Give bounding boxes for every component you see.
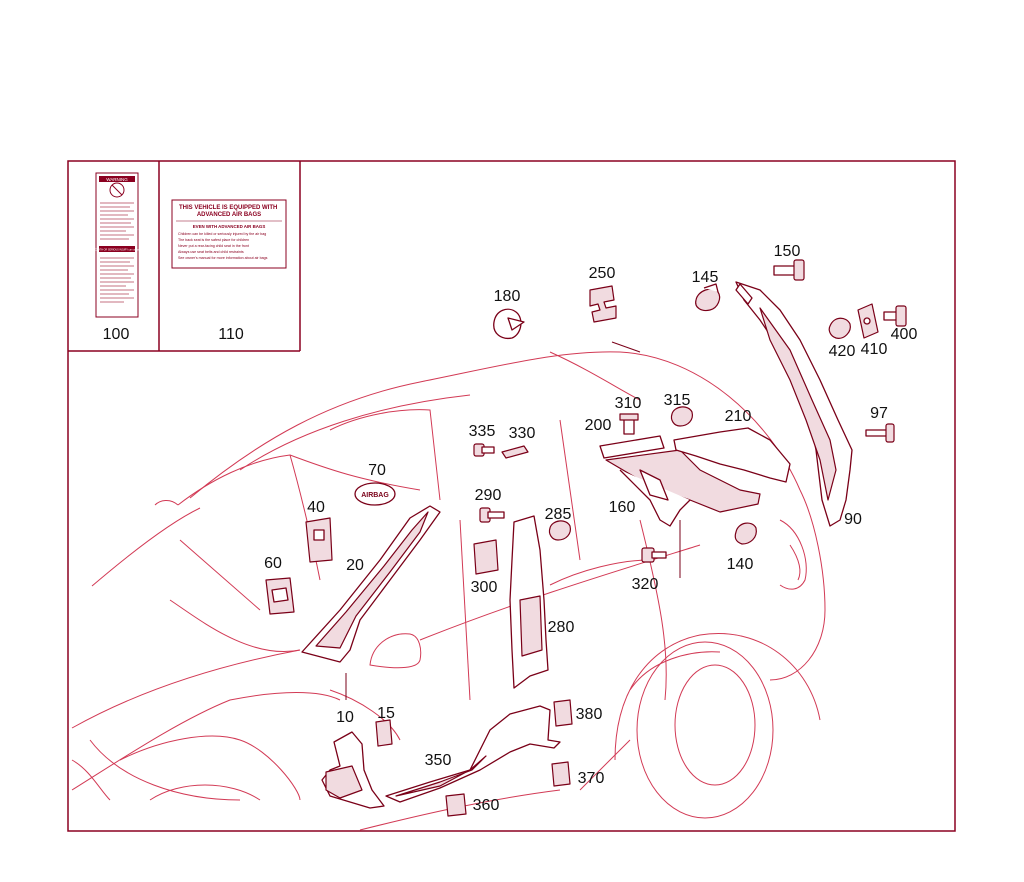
part-350-sill-trim [385, 705, 561, 803]
part-70-airbag-emblem: AIRBAG [354, 482, 396, 506]
callout-290: 290 [475, 487, 502, 504]
part-380-clip [553, 699, 573, 727]
part-335-screw [473, 443, 495, 457]
callout-200: 200 [585, 417, 612, 434]
part-400-screw [883, 305, 907, 327]
callout-160: 160 [609, 499, 636, 516]
callout-140: 140 [727, 556, 754, 573]
part-10-kick-panel [321, 731, 385, 809]
part-330-bracket [501, 445, 529, 459]
sticker-bullet: See owner's manual for more information … [178, 256, 268, 260]
callout-40: 40 [307, 499, 325, 516]
part-310-screw [619, 413, 639, 435]
callout-20: 20 [346, 557, 364, 574]
callout-250: 250 [589, 265, 616, 282]
callout-320: 320 [632, 576, 659, 593]
callout-330: 330 [509, 425, 536, 442]
airbag-emblem-text: AIRBAG [361, 492, 389, 499]
callout-numbers: 100 110 180 250 145 150 420 410 400 310 … [103, 243, 918, 814]
part-285-clip [548, 520, 571, 541]
part-140-clip [734, 522, 757, 545]
callout-100: 100 [103, 326, 130, 343]
callout-335: 335 [469, 423, 496, 440]
part-250-clip [589, 285, 617, 323]
diagram-frame [67, 160, 956, 832]
sticker-title: THIS VEHICLE IS EQUIPPED WITH ADVANCED A… [179, 205, 279, 218]
part-200-c-pillar-trim [599, 435, 761, 527]
callout-70: 70 [368, 462, 386, 479]
callout-315: 315 [664, 392, 691, 409]
part-150-screw [773, 259, 805, 281]
callout-60: 60 [264, 555, 282, 572]
callout-285: 285 [545, 506, 572, 523]
callout-150: 150 [774, 243, 801, 260]
callout-280: 280 [548, 619, 575, 636]
callout-10: 10 [336, 709, 354, 726]
callout-350: 350 [425, 752, 452, 769]
callout-360: 360 [473, 797, 500, 814]
callout-420: 420 [829, 343, 856, 360]
sticker-bullet: Children can be killed or seriously inju… [178, 232, 266, 236]
part-360-clip [445, 793, 467, 817]
callout-370: 370 [578, 770, 605, 787]
part-90-d-pillar-trim [735, 281, 853, 527]
part-370-clip [551, 761, 571, 787]
sticker-subtitle: EVEN WITH ADVANCED AIR BAGS [193, 224, 266, 229]
callout-410: 410 [861, 341, 888, 358]
part-20-a-pillar-trim [301, 505, 441, 663]
airbag-warning-label: WARNING DEATH OR SERIOUS INJURY can occu… [95, 172, 139, 318]
callout-210: 210 [725, 408, 752, 425]
part-210-trim [673, 427, 791, 483]
part-280-b-pillar-trim [509, 515, 549, 689]
sticker-bullet: Never put a rear-facing child seat in th… [178, 244, 249, 248]
part-315-clip [670, 406, 693, 427]
part-290-screw [479, 507, 505, 523]
part-320-screw [641, 547, 667, 563]
callout-97: 97 [870, 405, 888, 422]
callout-90: 90 [844, 511, 862, 528]
callout-400: 400 [891, 326, 918, 343]
part-145-clip [695, 283, 721, 312]
part-97-bolt [865, 423, 895, 443]
callout-380: 380 [576, 706, 603, 723]
callout-300: 300 [471, 579, 498, 596]
callout-145: 145 [692, 269, 719, 286]
sticker-bullet: Always use seat belts and child restrain… [178, 250, 244, 254]
advanced-airbag-sticker: THIS VEHICLE IS EQUIPPED WITH ADVANCED A… [171, 199, 287, 269]
vehicle-outline [71, 351, 826, 831]
warning-label-subheading: DEATH OR SERIOUS INJURY can occur [95, 249, 139, 252]
callout-310: 310 [615, 395, 642, 412]
callout-180: 180 [494, 288, 521, 305]
part-15-clip [375, 719, 393, 747]
part-60-clip [265, 577, 295, 615]
part-40-clip [305, 517, 333, 563]
callout-15: 15 [377, 705, 395, 722]
sticker-bullet: The back seat is the safest place for ch… [178, 238, 249, 242]
callout-110: 110 [218, 326, 244, 343]
warning-label-heading: WARNING [106, 177, 128, 182]
part-180-cap [493, 308, 525, 340]
part-300-bracket [473, 539, 499, 575]
part-420-clip [828, 317, 851, 339]
leader-lines [345, 341, 681, 700]
part-410-nut [857, 303, 879, 339]
